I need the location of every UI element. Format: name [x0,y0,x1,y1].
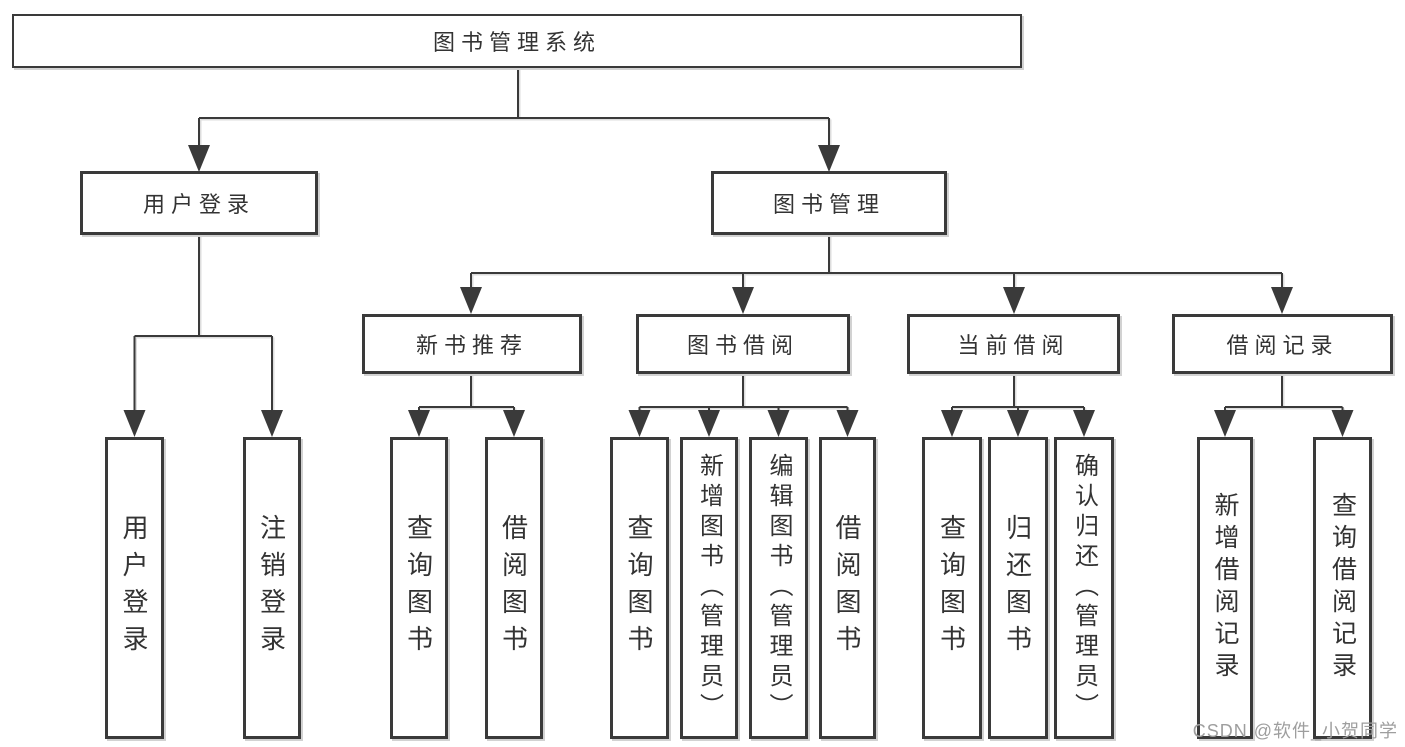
node-new-book-recommend: 新书推荐 [362,314,582,374]
leaf-borrow-books-recommend: 借阅图书 [485,437,543,739]
node-user-login: 用户登录 [80,171,318,235]
node-borrow-records: 借阅记录 [1172,314,1393,374]
leaf-query-books-current: 查询图书 [922,437,982,739]
node-book-borrowing: 图书借阅 [636,314,850,374]
leaf-edit-books-admin: 编辑图书（管理员） [749,437,808,739]
leaf-return-books: 归还图书 [988,437,1048,739]
leaf-add-borrow-record: 新增借阅记录 [1197,437,1253,739]
node-book-management: 图书管理 [711,171,947,235]
csdn-watermark: CSDN @软件_小贺同学 [1192,721,1398,741]
leaf-borrow-books: 借阅图书 [819,437,876,739]
leaf-user-login: 用户登录 [105,437,164,739]
leaf-query-books-borrowing: 查询图书 [610,437,669,739]
leaf-confirm-return-admin: 确认归还（管理员） [1054,437,1114,739]
node-library-system: 图书管理系统 [12,14,1022,68]
node-current-borrowing: 当前借阅 [907,314,1120,374]
leaf-query-borrow-record: 查询借阅记录 [1313,437,1372,739]
leaf-logout-login: 注销登录 [243,437,301,739]
leaf-add-books-admin: 新增图书（管理员） [680,437,738,739]
leaf-query-books-recommend: 查询图书 [390,437,448,739]
